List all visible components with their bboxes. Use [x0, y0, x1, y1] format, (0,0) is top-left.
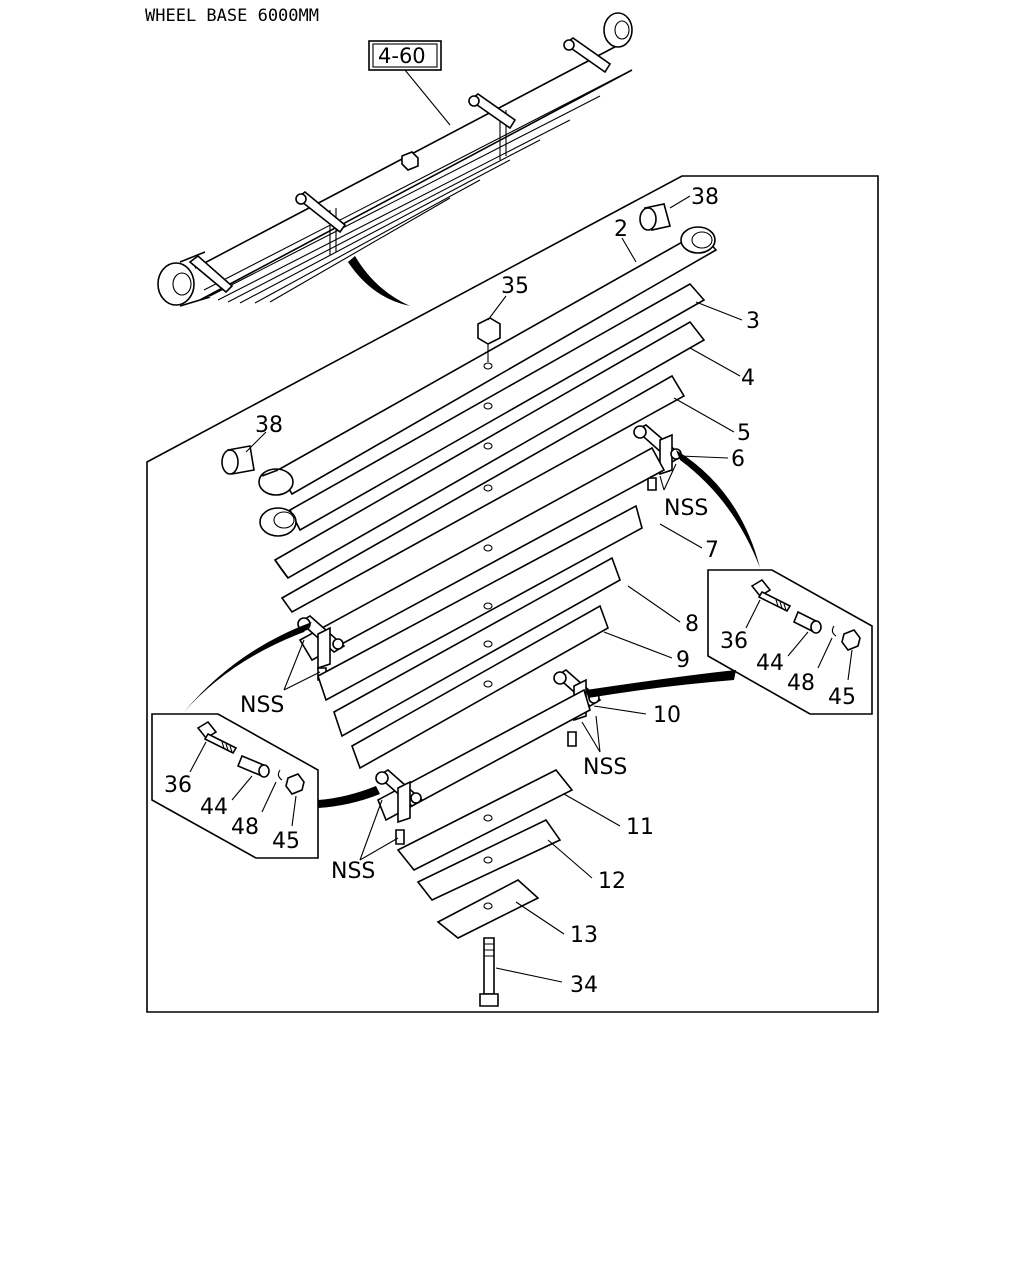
label-6: 6 — [731, 447, 745, 472]
detail-right-label-45: 45 — [828, 685, 856, 710]
label-2: 2 — [614, 217, 628, 242]
assembled-leaf-spring — [157, 12, 633, 307]
callout-arrow-right-low — [586, 670, 736, 698]
leaf-9 — [333, 556, 621, 738]
detail-box-right — [707, 569, 873, 715]
label-9: 9 — [676, 648, 690, 673]
detail-left-label-48: 48 — [231, 815, 259, 840]
leaf-8 — [317, 504, 643, 702]
label-nss-mid: NSS — [583, 755, 627, 780]
bushing-38-top — [639, 203, 671, 231]
detail-left-label-44: 44 — [200, 795, 228, 820]
leaf-10 — [376, 688, 591, 822]
callout-arrow — [348, 256, 410, 306]
clip-bottom — [375, 769, 424, 845]
detail-right-label-44: 44 — [756, 651, 784, 676]
label-13: 13 — [570, 923, 598, 948]
detail-left-label-45: 45 — [272, 829, 300, 854]
leaf-2 — [258, 226, 718, 496]
leaf-4 — [273, 320, 706, 580]
detail-right-label-36: 36 — [720, 629, 748, 654]
label-nss-left: NSS — [240, 693, 284, 718]
diagram-title: WHEEL BASE 6000MM — [145, 6, 319, 26]
callout-arrow-left — [184, 622, 312, 712]
label-10: 10 — [653, 703, 681, 728]
center-holes — [483, 362, 493, 910]
label-nss-right-top: NSS — [664, 496, 708, 521]
main-frame — [146, 175, 879, 1013]
leader-lines — [245, 195, 743, 983]
reference-box-label: 4-60 — [378, 44, 426, 68]
label-5: 5 — [737, 421, 751, 446]
detail-box-left — [151, 713, 319, 859]
leaf-3 — [259, 282, 706, 537]
label-38-left: 38 — [255, 413, 283, 438]
label-nss-bottom: NSS — [331, 859, 375, 884]
leaf-12 — [416, 818, 562, 901]
label-4: 4 — [741, 366, 755, 391]
detail-left-label-36: 36 — [164, 773, 192, 798]
label-12: 12 — [598, 869, 626, 894]
leaf-7 — [298, 446, 666, 662]
bushing-38-left — [221, 445, 255, 475]
detail-right-label-48: 48 — [787, 671, 815, 696]
center-bolt-34 — [479, 937, 499, 1007]
label-38-top: 38 — [691, 185, 719, 210]
label-35: 35 — [501, 274, 529, 299]
label-11: 11 — [626, 815, 654, 840]
leaf-9b — [351, 604, 609, 770]
label-3: 3 — [746, 309, 760, 334]
callout-arrow-right — [676, 450, 760, 568]
clip-6 — [633, 424, 684, 491]
reference-box: 4-60 — [368, 40, 451, 126]
label-8: 8 — [685, 612, 699, 637]
label-7: 7 — [705, 538, 719, 563]
leaf-5 — [280, 374, 686, 614]
callout-arrow-left-low — [318, 786, 380, 808]
label-34: 34 — [570, 973, 598, 998]
